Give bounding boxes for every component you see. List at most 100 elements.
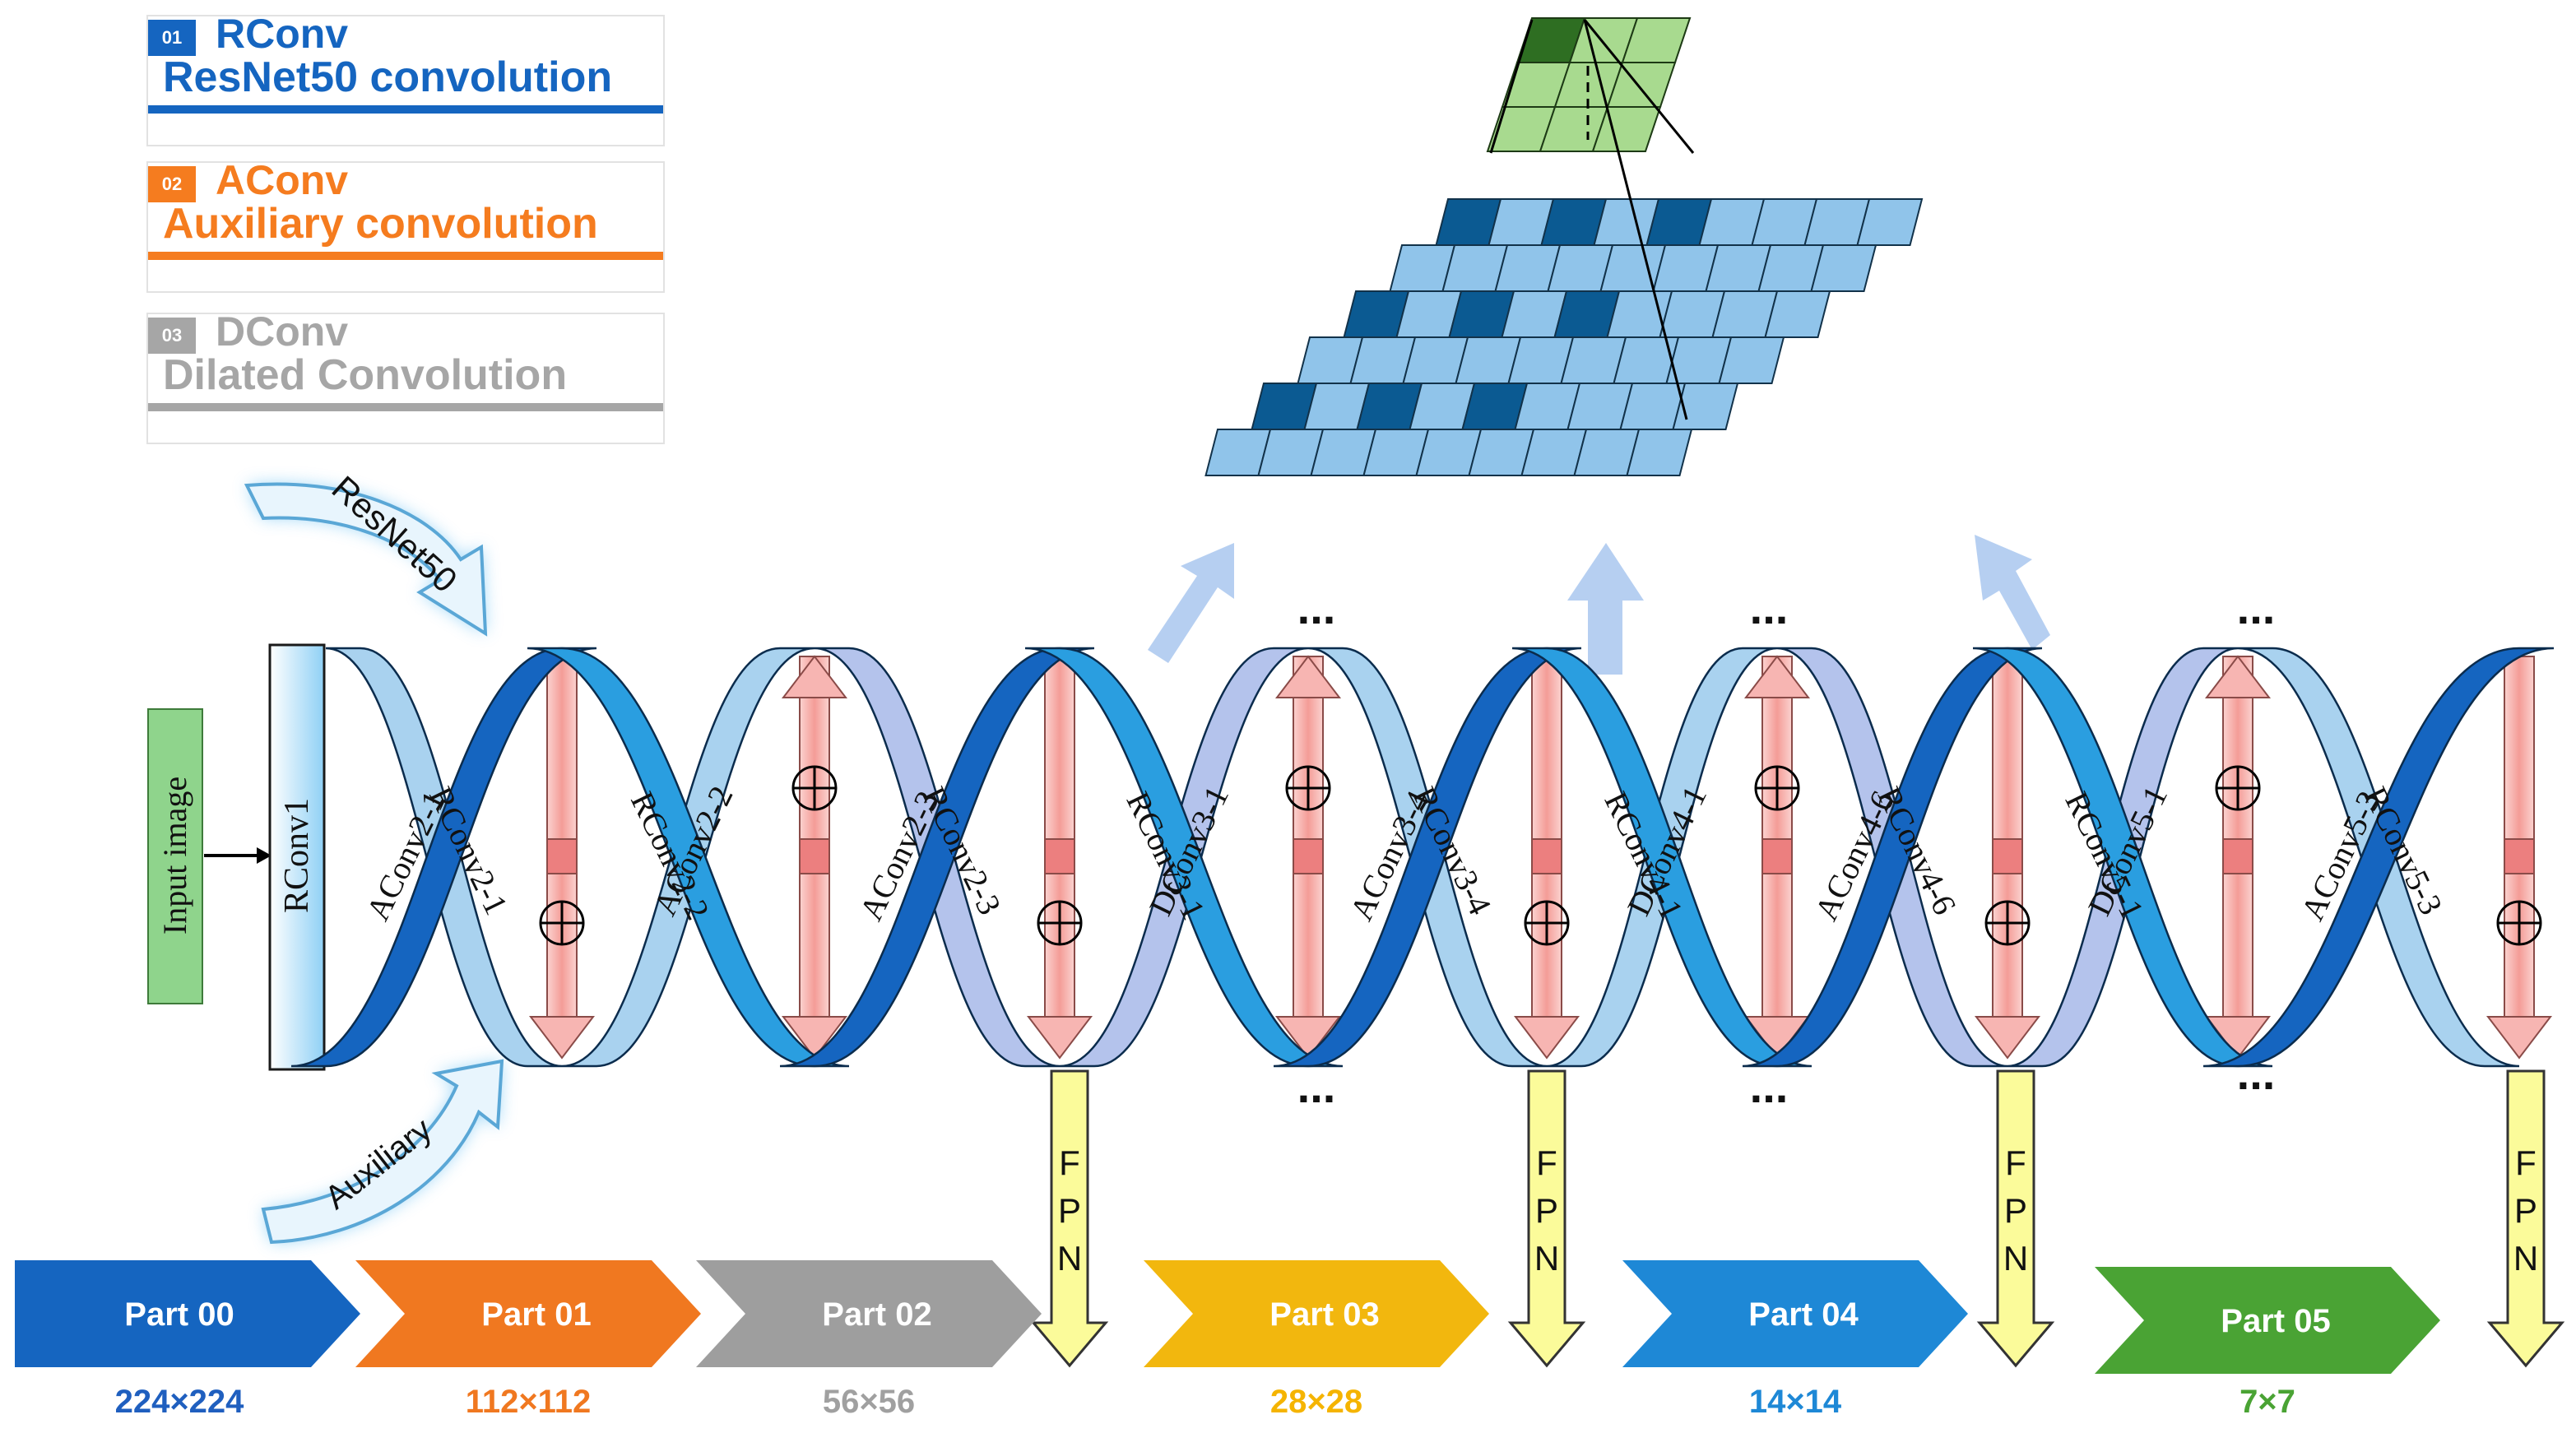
part-label: Part 01 <box>481 1296 591 1333</box>
fpn-letter: N <box>1534 1239 1559 1278</box>
resnet50-curved-arrow: ResNet50 <box>244 468 488 637</box>
projection-lines <box>1489 19 1695 420</box>
ellipsis-text: ... <box>2237 1047 2276 1099</box>
part-size-label: 112×112 <box>465 1384 592 1420</box>
part-chevron-3: Part 03 <box>1144 1260 1489 1367</box>
helix-strand-segment <box>2202 647 2555 1068</box>
helix-strand-segment <box>1511 647 1812 1068</box>
helix-strand-segment <box>1972 647 2273 1068</box>
upward-arrows <box>1148 535 2050 675</box>
resnet50-arrow-label: ResNet50 <box>325 468 465 600</box>
legend-title: DConv <box>216 308 349 355</box>
plus-circle-icon <box>791 765 838 811</box>
helix-front-strands <box>290 647 2555 1068</box>
helix-connectors <box>528 655 2553 1060</box>
connector-arrow <box>1026 656 1093 1060</box>
fpn-letter: P <box>2004 1191 2027 1230</box>
part-label: Part 02 <box>822 1296 931 1333</box>
connector-arrow <box>1513 656 1580 1060</box>
part-chevrons: Part 00 Part 01 Part 02 Part 03 Part 04 Part … <box>15 1260 2440 1374</box>
part-size-label: 28×28 <box>1269 1384 1363 1420</box>
rconv1-label: RConv1 <box>278 798 316 913</box>
part-label: Part 05 <box>2221 1303 2330 1339</box>
grid-cell <box>1764 290 1831 338</box>
fpn-letter: N <box>2003 1239 2028 1278</box>
legend-number-badge: 02 <box>148 166 196 202</box>
fpn-letter: P <box>1535 1191 1558 1230</box>
helix-strand-segment <box>1742 647 2043 1068</box>
part-chevron-2: Part 02 <box>696 1260 1042 1367</box>
fpn-letter: P <box>1058 1191 1081 1230</box>
rconv1-block: RConv1 <box>268 643 326 1071</box>
fpn-letter: F <box>2005 1143 2026 1182</box>
grid-cell <box>1626 429 1693 476</box>
part-chevron-4: Part 04 <box>1622 1260 1968 1367</box>
part-label: Part 03 <box>1269 1296 1379 1333</box>
arrow-up-right <box>1975 535 2050 650</box>
grid-cell <box>1810 244 1877 292</box>
part-size-label: 14×14 <box>1748 1384 1842 1420</box>
connector-arrow <box>1743 655 1811 1060</box>
grid-cell <box>1856 198 1924 246</box>
fpn-letter: N <box>1057 1239 1082 1278</box>
connector-arrow <box>528 656 596 1060</box>
helix-strand-segment <box>1024 647 1344 1068</box>
plus-circle-icon <box>1285 765 1331 811</box>
plus-circle-icon <box>2496 900 2542 946</box>
part-chevron-1: Part 01 <box>355 1260 701 1367</box>
legend-number-badge: 01 <box>148 20 196 56</box>
arrow-up <box>1567 543 1644 675</box>
helix-strand-segment <box>527 647 850 1068</box>
ellipsis-text: ... <box>1750 1060 1789 1112</box>
legend-subtitle: Dilated Convolution <box>163 351 568 399</box>
helix-strand-segment <box>290 647 597 1068</box>
connector-arrow <box>2485 656 2553 1060</box>
plus-circle-icon <box>2215 765 2261 811</box>
grid-cell <box>1672 383 1739 430</box>
plus-circle-icon <box>539 900 585 946</box>
fpn-arrow: FPN <box>1507 1069 1586 1368</box>
fpn-letter: N <box>2513 1239 2538 1278</box>
ellipsis-text: ... <box>1297 1060 1336 1112</box>
legend-underline <box>148 105 663 114</box>
helix-ellipses: .................. <box>1297 582 2276 1112</box>
part-chevron-5: Part 05 <box>2095 1267 2440 1374</box>
legend-underline <box>148 252 663 260</box>
plus-circle-icon <box>1754 765 1800 811</box>
fpn-arrow: FPN <box>1030 1069 1109 1368</box>
part-size-label: 56×56 <box>822 1384 916 1420</box>
plus-circle-icon <box>1037 900 1083 946</box>
part-size-label: 7×7 <box>2239 1384 2295 1420</box>
part-chevron-0: Part 00 <box>15 1260 360 1367</box>
fpn-letter: F <box>1059 1143 1080 1182</box>
fpn-letter: P <box>2514 1191 2537 1230</box>
ellipsis-text: ... <box>2237 582 2276 633</box>
connector-arrow <box>1974 656 2041 1060</box>
plus-circle-icon <box>1524 900 1570 946</box>
part-label: Part 00 <box>124 1296 234 1333</box>
part-label: Part 04 <box>1748 1296 1859 1333</box>
grid-cell <box>1718 336 1785 384</box>
auxiliary-curved-arrow: Auxiliary <box>261 1059 504 1245</box>
legend-title: AConv <box>216 157 349 203</box>
helix-strand-segment <box>1273 647 1582 1068</box>
fpn-arrow: FPN <box>2486 1069 2565 1368</box>
input-arrow <box>204 847 272 864</box>
fpn-letter: F <box>1536 1143 1557 1182</box>
legend-subtitle: ResNet50 convolution <box>163 53 613 101</box>
fpn-arrow: FPN <box>1976 1069 2055 1368</box>
fpn-letter: F <box>2515 1143 2537 1182</box>
legend-number-badge: 03 <box>148 318 196 354</box>
dilated-convolution-illustration <box>1204 17 1924 476</box>
arrow-up-left <box>1148 543 1234 663</box>
part-size-label: 224×224 <box>114 1384 244 1420</box>
connector-arrow <box>1274 655 1342 1060</box>
legend-underline <box>148 403 663 411</box>
connector-arrow <box>2204 655 2272 1060</box>
